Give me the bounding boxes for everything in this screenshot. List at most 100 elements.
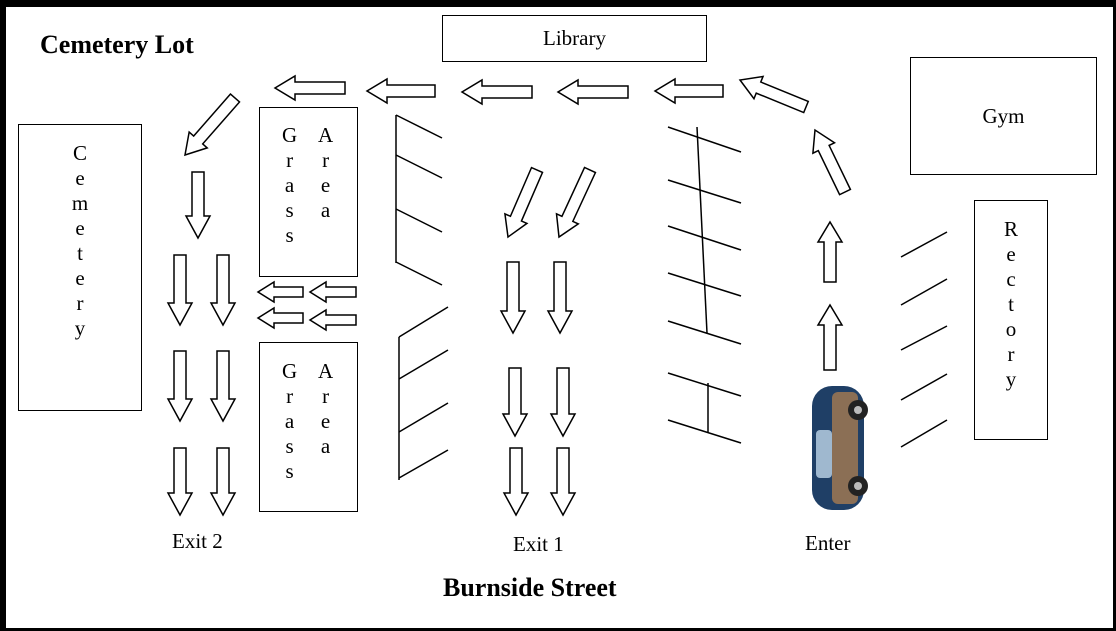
grass-label-letter: a [320,198,331,222]
parking-line [395,261,443,286]
arrow-icon [166,350,194,423]
arrow-icon [256,306,304,330]
traffic-arrows [166,74,852,517]
grass-label-letter: a [284,409,295,433]
grass-label-letter: A [318,359,334,383]
parking-line [398,402,449,433]
arrow-icon [502,447,530,517]
grass-label-letter: r [322,148,330,172]
grass-label-letter: A [318,123,334,147]
parking-line [667,126,742,153]
arrow-icon [365,77,436,105]
arrow-icon [504,166,544,239]
arrow-icon [308,308,357,332]
arrow-icon [166,254,194,327]
arrow-icon [256,280,304,304]
cemetery-label-letter: e [75,266,85,290]
arrow-icon [184,92,241,157]
grass-label-letter: s [285,434,294,458]
grass-label-letter: r [286,384,294,408]
arrow-icon [501,367,529,438]
parking-line [398,306,449,338]
rectory-label-letter: c [1006,267,1016,291]
library-building: Library [442,15,707,62]
arrow-icon [738,75,810,114]
arrow-icon [460,78,533,106]
arrow-icon [308,280,357,304]
grass-label-letter: r [286,148,294,172]
parking-line [667,419,742,444]
arrow-icon [273,74,346,102]
page-title: Cemetery Lot [40,30,194,59]
grass-label-letter: e [320,173,331,197]
arrow-icon [209,350,237,423]
arrow-icon [816,220,844,283]
rectory-label-letter: t [1008,292,1014,316]
grass-label-letter: a [320,434,331,458]
arrow-icon [166,447,194,517]
gym-building: Gym [910,57,1097,175]
parking-line [395,114,443,139]
gym-label: Gym [982,104,1025,128]
rectory-label-letter: e [1006,242,1016,266]
exit-1-label: Exit 1 [513,532,564,556]
parking-line [900,278,948,306]
cemetery-label-letter: t [77,241,83,265]
enter-label: Enter [805,531,851,555]
grass-label-letter: s [285,459,294,483]
cemetery-label-letter: e [75,166,85,190]
parking-line [900,231,948,258]
grass-label-letter: G [282,359,298,383]
grass-label-letter: r [322,384,330,408]
arrow-icon [556,78,629,106]
library-label: Library [543,26,606,50]
parking-line [395,208,443,233]
arrow-icon [549,447,577,517]
cemetery-label-letter: m [71,191,89,215]
rectory-label-letter: o [1005,317,1017,341]
parking-line [667,320,742,345]
parking-line [900,419,948,448]
parking-line [667,179,742,204]
arrow-icon [653,77,724,105]
grass-label-letter: a [284,173,295,197]
parking-line [395,154,443,179]
street-label: Burnside Street [443,573,617,602]
arrow-icon [546,261,574,335]
parking-line [696,126,708,334]
arrow-icon [184,171,212,240]
arrow-icon [549,367,577,438]
car-icon [812,386,868,510]
parking-line [667,225,742,251]
exit-2-label: Exit 2 [172,529,223,553]
parking-line [398,449,449,479]
parking-line [900,325,948,351]
rectory-label-letter: R [1003,217,1018,241]
arrow-icon [555,166,597,239]
grass-label-letter: G [282,123,298,147]
cemetery-label-letter: r [76,291,84,315]
grass-label-letter: s [285,198,294,222]
arrow-icon [816,303,844,371]
arrow-icon [499,261,527,335]
parking-line [667,272,742,297]
rectory-label-letter: y [1005,367,1017,391]
parking-line [667,372,742,397]
arrow-icon [812,128,852,196]
arrow-icon [209,254,237,327]
parking-line [398,349,449,380]
rectory-label-letter: r [1007,342,1015,366]
cemetery-label-letter: e [75,216,85,240]
parking-line [900,373,948,401]
cemetery-label-letter: y [74,316,86,340]
grass-label-letter: s [285,223,294,247]
